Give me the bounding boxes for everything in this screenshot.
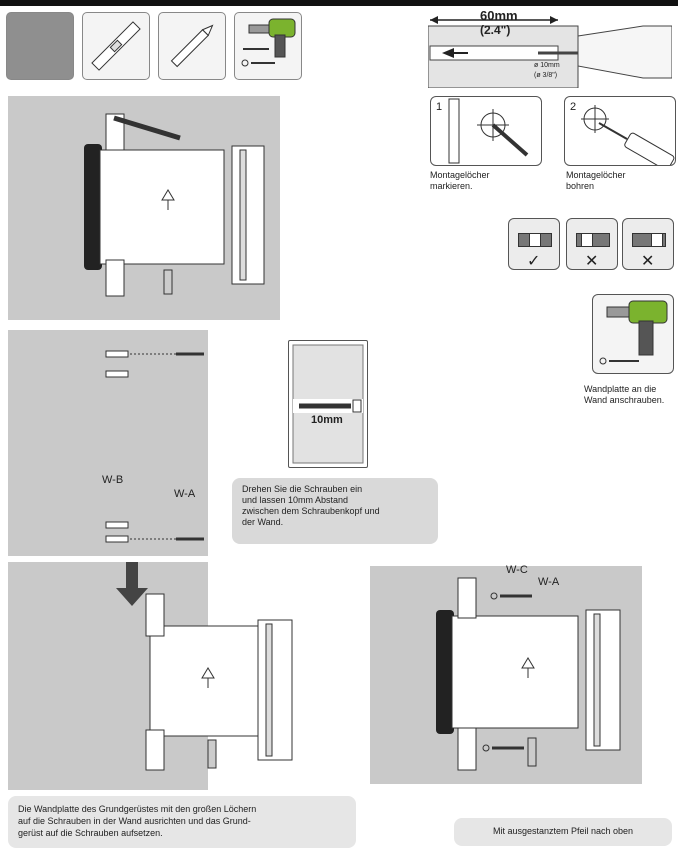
gap-label: 10mm: [311, 414, 343, 426]
step1-caption-line2: markieren.: [430, 181, 473, 191]
step2-caption-line1: Montagelöcher: [566, 170, 626, 180]
screw-note-line2: und lassen 10mm Abstand: [242, 495, 349, 505]
wall-panel-2: [8, 330, 208, 556]
cross-icon: ✕: [585, 253, 599, 270]
cross-icon: ✕: [641, 253, 655, 270]
depth-inch-label: (2.4"): [480, 23, 511, 37]
level-check-wrong-2: ✕: [622, 218, 674, 270]
diameter-label: ø 10mm: [534, 62, 560, 69]
arrow-note-text: Mit ausgestanztem Pfeil nach oben: [492, 826, 634, 836]
spirit-level-icon: [82, 12, 150, 80]
step1-caption: Montagelöcher markieren.: [430, 170, 540, 192]
step2-number: 2: [570, 101, 577, 113]
mount-illustration-1: [84, 110, 280, 310]
step1-mark-card: 1: [430, 96, 542, 166]
screw-illustration-top: [104, 345, 210, 383]
screw-note-line1: Drehen Sie die Schrauben ein: [242, 484, 363, 494]
depth-label: 60mm: [480, 8, 518, 23]
drill-caption-line1: Wandplatte an die: [584, 384, 657, 394]
drill-depth-diagram: 60mm (2.4") ø 10mm (ø 3/8"): [427, 8, 673, 89]
diameter-inch-label: (ø 3/8"): [534, 72, 558, 79]
drill-caption: Wandplatte an die Wand anschrauben.: [584, 384, 678, 406]
gap-detail-card: 10mm: [288, 340, 368, 468]
pencil-icon: [158, 12, 226, 80]
drill-card: [592, 294, 674, 374]
screw-label-wa: W-A: [174, 488, 196, 500]
down-arrow-icon: [116, 562, 156, 608]
bottom-note-line1: Die Wandplatte des Grundgerüstes mit den…: [18, 804, 257, 814]
screw-label-wc: W-C: [506, 564, 528, 576]
bottom-note-line2: auf die Schrauben in der Wand ausrichten…: [18, 816, 251, 826]
screw-note-line4: der Wand.: [242, 517, 284, 527]
step2-caption-line2: bohren: [566, 181, 595, 191]
screw-note: Drehen Sie die Schrauben ein und lassen …: [232, 478, 438, 544]
bottom-note-line3: gerüst auf die Schrauben aufsetzen.: [18, 828, 163, 838]
screw-note-line3: zwischen dem Schraubenkopf und: [242, 506, 380, 516]
drill-caption-line2: Wand anschrauben.: [584, 395, 665, 405]
arrow-note: Mit ausgestanztem Pfeil nach oben: [454, 818, 672, 846]
mount-illustration-3: [436, 572, 636, 780]
mount-illustration-2: [140, 590, 300, 776]
screw-illustration-bottom: [104, 518, 210, 548]
level-check-correct: ✓: [508, 218, 560, 270]
level-check-wrong-1: ✕: [566, 218, 618, 270]
step1-number: 1: [436, 101, 443, 113]
bottom-note: Die Wandplatte des Grundgerüstes mit den…: [8, 796, 356, 848]
step2-caption: Montagelöcher bohren: [566, 170, 676, 192]
step1-caption-line1: Montagelöcher: [430, 170, 490, 180]
drill-icon: [234, 12, 302, 80]
screw-label-wb: W-B: [102, 474, 124, 486]
step2-drill-card: 2: [564, 96, 676, 171]
header-bar: [0, 0, 678, 6]
check-icon: ✓: [527, 253, 541, 270]
screw-label-wa-final: W-A: [538, 576, 560, 588]
wall-material-icon: [6, 12, 74, 80]
